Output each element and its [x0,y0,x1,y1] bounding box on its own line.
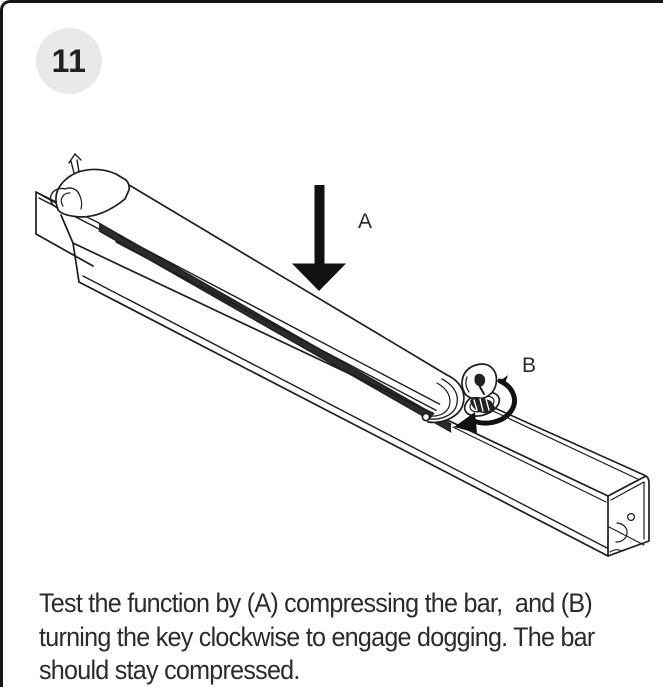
touchpad-end-cap [421,374,465,424]
channel-end-face [607,475,650,557]
push-bar-illustration [35,153,650,557]
label-a: A [358,210,373,233]
step-number-label: 11 [51,42,87,79]
end-cover [49,153,131,218]
label-b: B [522,354,537,377]
instruction-caption: Test the function by (A) compressing the… [39,587,663,687]
cover-pin [68,153,82,174]
touchpad-bar [115,175,465,424]
compress-down-arrow-icon [292,185,346,291]
caption-line-2: turning the key clockwise to engage dogg… [39,621,595,652]
bar-housing [60,214,650,557]
caption-line-1: Test the function by (A) compressing the… [39,588,593,618]
step-number-badge: 11 [36,28,102,94]
dogging-key-icon [461,363,501,417]
caption-line-3: should stay compressed. [39,655,300,685]
rotate-clockwise-arrow-icon [454,375,517,433]
